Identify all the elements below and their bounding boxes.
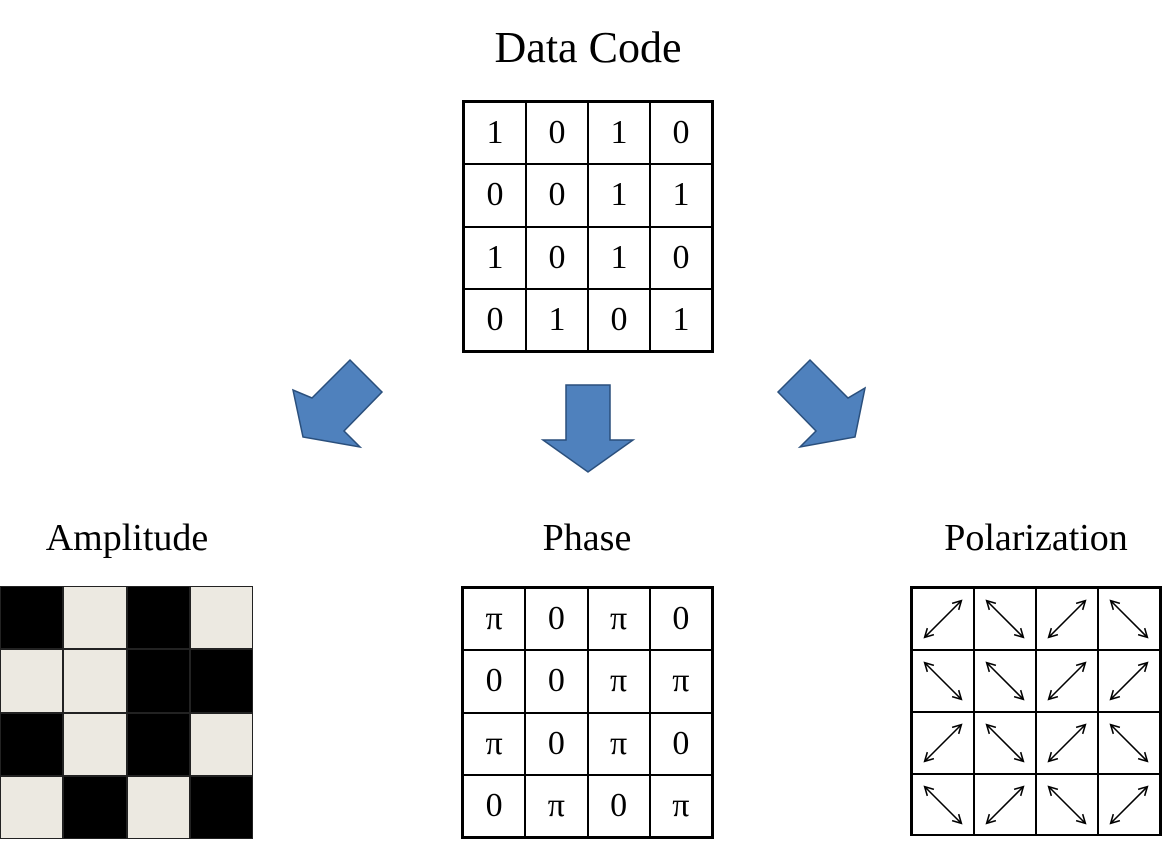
phase-cell: π	[587, 712, 650, 775]
polarization-cell	[974, 588, 1036, 650]
amplitude-cell-dark	[0, 712, 64, 776]
diagonal-down-arrow-icon	[1109, 599, 1149, 639]
data-code-cell: 1	[588, 226, 650, 289]
polarization-cell	[1098, 588, 1160, 650]
phase-cell: 0	[525, 712, 588, 775]
phase-cell: π	[463, 588, 526, 651]
polarization-cell	[1098, 712, 1160, 774]
polarization-cell	[1036, 774, 1098, 836]
data-code-cell: 1	[588, 164, 650, 227]
amplitude-cell-dark	[0, 586, 64, 650]
amplitude-cell-dark	[126, 586, 190, 650]
polarization-cell	[912, 650, 974, 712]
polarization-cell	[1036, 650, 1098, 712]
arrow-to-amplitude	[291, 358, 384, 449]
amplitude-cell-light	[189, 586, 253, 650]
amplitude-cell-light	[126, 775, 190, 839]
amplitude-cell-light	[189, 712, 253, 776]
polarization-cell	[974, 650, 1036, 712]
polarization-cell	[912, 588, 974, 650]
phase-cell: 0	[463, 774, 526, 837]
phase-title: Phase	[542, 517, 632, 559]
data-code-cell: 0	[588, 288, 650, 351]
diagonal-up-arrow-icon	[923, 723, 963, 763]
data-code-cell: 0	[650, 226, 712, 289]
diagonal-down-arrow-icon	[923, 661, 963, 701]
polarization-cell	[912, 712, 974, 774]
diagonal-up-arrow-icon	[1109, 785, 1149, 825]
data-code-cell: 1	[650, 164, 712, 227]
phase-cell: π	[525, 774, 588, 837]
phase-cell: 0	[649, 712, 712, 775]
data-code-cell: 0	[464, 288, 526, 351]
polarization-cell	[1098, 650, 1160, 712]
diagonal-up-arrow-icon	[1047, 723, 1087, 763]
data-code-cell: 0	[650, 102, 712, 165]
diagonal-up-arrow-icon	[985, 785, 1025, 825]
data-code-cell: 1	[526, 288, 588, 351]
diagonal-up-arrow-icon	[1109, 661, 1149, 701]
polarization-cell	[1036, 712, 1098, 774]
amplitude-title: Amplitude	[45, 517, 209, 559]
phase-cell: π	[587, 650, 650, 713]
amplitude-cell-dark	[63, 775, 127, 839]
diagonal-down-arrow-icon	[985, 599, 1025, 639]
data-code-title: Data Code	[494, 23, 682, 72]
data-code-cell: 1	[464, 226, 526, 289]
polarization-cell	[974, 774, 1036, 836]
amplitude-grid	[0, 586, 253, 839]
data-code-cell: 1	[650, 288, 712, 351]
data-code-cell: 0	[526, 102, 588, 165]
polarization-grid	[910, 586, 1162, 836]
diagonal-up-arrow-icon	[1047, 661, 1087, 701]
amplitude-cell-light	[63, 712, 127, 776]
phase-cell: 0	[649, 588, 712, 651]
amplitude-cell-dark	[189, 649, 253, 713]
data-code-cell: 0	[526, 226, 588, 289]
amplitude-cell-light	[0, 649, 64, 713]
data-code-cell: 0	[464, 164, 526, 227]
diagonal-down-arrow-icon	[985, 661, 1025, 701]
phase-cell: π	[649, 650, 712, 713]
arrow-to-polarization	[776, 358, 867, 449]
amplitude-cell-light	[63, 649, 127, 713]
phase-cell: 0	[587, 774, 650, 837]
diagonal-up-arrow-icon	[923, 599, 963, 639]
amplitude-cell-light	[0, 775, 64, 839]
phase-cell: 0	[525, 650, 588, 713]
phase-cell: π	[587, 588, 650, 651]
diagonal-down-arrow-icon	[1047, 785, 1087, 825]
phase-cell: π	[463, 712, 526, 775]
data-code-cell: 1	[588, 102, 650, 165]
diagonal-up-arrow-icon	[1047, 599, 1087, 639]
polarization-cell	[912, 774, 974, 836]
phase-cell: 0	[463, 650, 526, 713]
amplitude-cell-dark	[126, 649, 190, 713]
phase-cell: π	[649, 774, 712, 837]
amplitude-cell-light	[63, 586, 127, 650]
diagonal-down-arrow-icon	[1109, 723, 1149, 763]
polarization-cell	[974, 712, 1036, 774]
diagonal-down-arrow-icon	[985, 723, 1025, 763]
polarization-cell	[1036, 588, 1098, 650]
polarization-title: Polarization	[944, 517, 1128, 559]
amplitude-cell-dark	[189, 775, 253, 839]
arrow-to-phase	[540, 384, 636, 473]
diagonal-down-arrow-icon	[923, 785, 963, 825]
polarization-cell	[1098, 774, 1160, 836]
data-code-cell: 0	[526, 164, 588, 227]
amplitude-cell-dark	[126, 712, 190, 776]
data-code-cell: 1	[464, 102, 526, 165]
phase-cell: 0	[525, 588, 588, 651]
